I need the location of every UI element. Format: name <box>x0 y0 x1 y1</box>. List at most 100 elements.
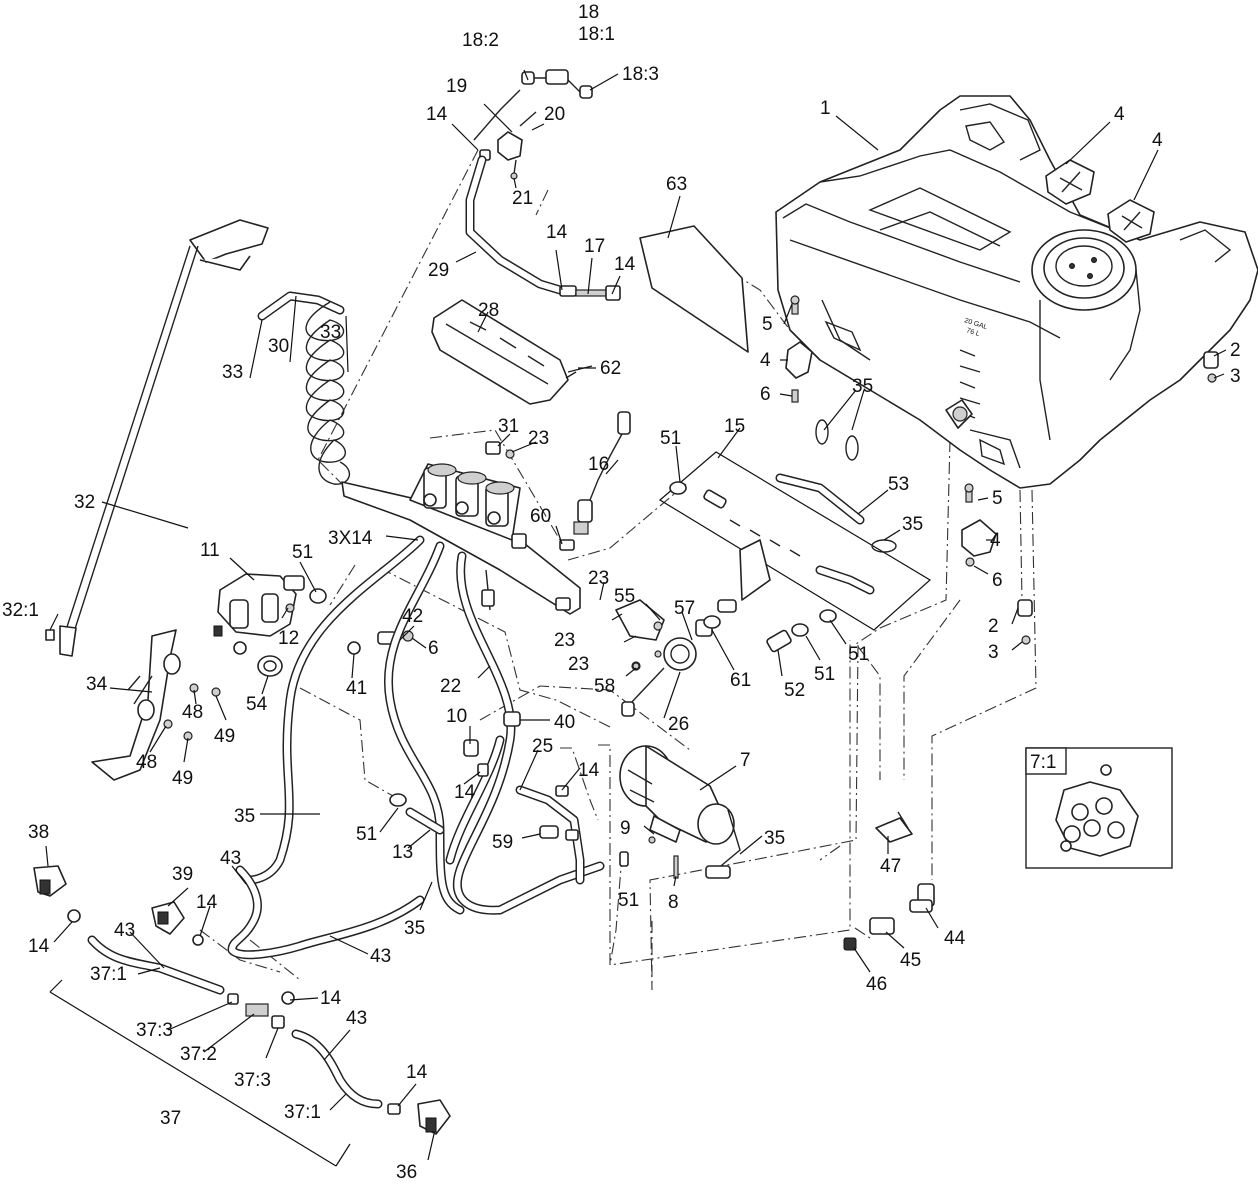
callout-44: 44 <box>944 928 966 949</box>
callout-5: 5 <box>762 314 773 335</box>
fitting-10 <box>463 711 521 777</box>
callout-26: 26 <box>668 714 689 735</box>
callout-57: 57 <box>674 598 695 619</box>
callout-58: 58 <box>594 676 615 697</box>
hose-43-long <box>227 807 445 960</box>
callout-28: 28 <box>478 300 499 321</box>
callout-46: 46 <box>866 974 887 995</box>
callout-6: 6 <box>992 570 1003 591</box>
fitting-61-57-58 <box>632 615 721 670</box>
callout-23: 23 <box>554 630 575 651</box>
callout-48: 48 <box>182 702 203 723</box>
hose-manifold-outlets <box>245 535 605 915</box>
callout-14: 14 <box>614 254 636 275</box>
callout-38: 38 <box>28 822 49 843</box>
callout-14: 14 <box>454 782 476 803</box>
callout-62: 62 <box>600 358 621 379</box>
callout-labels: 1 4 4 2 3 18 18:1 18:2 18:3 19 20 14 21 … <box>2 2 1241 1183</box>
leader-lines <box>45 69 1227 1161</box>
hose-29 <box>465 155 565 295</box>
tank-bracket-left <box>785 295 813 403</box>
callout-23: 23 <box>528 428 549 449</box>
coiled-hose-30 <box>257 291 351 485</box>
callout-7-1: 7:1 <box>1030 752 1056 773</box>
callout-37-3: 37:3 <box>234 1070 271 1091</box>
nozzle-38 <box>33 865 81 923</box>
callout-18: 18 <box>578 2 599 23</box>
callout-51: 51 <box>618 890 639 911</box>
callout-19: 19 <box>446 76 467 97</box>
callout-14: 14 <box>320 988 342 1009</box>
callout-18-2: 18:2 <box>462 30 499 51</box>
callout-1: 1 <box>820 98 831 119</box>
callout-4: 4 <box>1152 130 1163 151</box>
fitting-60 <box>559 539 575 551</box>
flow-meter <box>615 599 713 717</box>
callout-35: 35 <box>852 376 873 397</box>
fitting-41-42 <box>347 630 414 655</box>
callout-18-3: 18:3 <box>622 64 659 85</box>
pump <box>619 745 741 879</box>
detail-inset-7-1 <box>1025 747 1173 869</box>
callout-31: 31 <box>498 416 519 437</box>
callout-54: 54 <box>246 694 268 715</box>
pressure-sensor <box>573 411 631 535</box>
hose-53 <box>775 419 897 553</box>
callout-4: 4 <box>760 350 771 371</box>
tank-bracket-right <box>961 483 997 567</box>
callout-11: 11 <box>200 540 220 561</box>
callout-33: 33 <box>222 362 243 383</box>
callout-14: 14 <box>578 760 600 781</box>
callout-33: 33 <box>320 322 341 343</box>
nozzle-39 <box>151 901 204 946</box>
hose-fitting-17 <box>559 285 621 301</box>
callout-10: 10 <box>446 706 467 727</box>
callout-8: 8 <box>668 892 679 913</box>
callout-5: 5 <box>992 488 1003 509</box>
callout-34: 34 <box>86 674 108 695</box>
callout-13: 13 <box>392 842 413 863</box>
svg-text:76 L: 76 L <box>965 327 980 338</box>
callout-51: 51 <box>292 542 313 563</box>
callout-47: 47 <box>880 856 901 877</box>
callout-14: 14 <box>196 892 218 913</box>
bumper-foot-lower <box>1017 599 1033 645</box>
hose-fittings-top <box>473 69 593 180</box>
callout-43: 43 <box>220 848 241 869</box>
callout-14: 14 <box>426 104 448 125</box>
callout-17: 17 <box>584 236 605 257</box>
callout-14: 14 <box>546 222 568 243</box>
callout-3x14: 3X14 <box>328 528 373 549</box>
callout-60: 60 <box>530 506 551 527</box>
mounting-bracket-34 <box>91 629 221 781</box>
callout-9: 9 <box>620 818 631 839</box>
callout-4: 4 <box>1114 104 1125 125</box>
callout-3: 3 <box>1230 366 1241 387</box>
callout-37: 37 <box>160 1108 181 1129</box>
callout-12: 12 <box>278 628 299 649</box>
cover-panel <box>639 225 749 353</box>
callout-42: 42 <box>402 606 423 627</box>
callout-59: 59 <box>492 832 513 853</box>
callout-45: 45 <box>900 950 921 971</box>
callout-32: 32 <box>74 492 95 513</box>
mounting-rail <box>431 299 593 405</box>
callout-21: 21 <box>512 188 533 209</box>
callout-15: 15 <box>724 416 745 437</box>
bypass-valve <box>213 573 305 655</box>
callout-49: 49 <box>172 768 193 789</box>
assembly-lines <box>199 149 1037 991</box>
callout-49: 49 <box>214 726 235 747</box>
strainer-54 <box>257 655 283 677</box>
callout-48: 48 <box>136 752 157 773</box>
callout-63: 63 <box>666 174 687 195</box>
callout-6: 6 <box>760 384 771 405</box>
callout-6: 6 <box>428 638 439 659</box>
callout-61: 61 <box>730 670 751 691</box>
relief-valve-area <box>515 785 585 885</box>
callout-36: 36 <box>396 1162 417 1183</box>
callout-41: 41 <box>346 678 367 699</box>
spray-wand <box>45 219 269 657</box>
callout-43: 43 <box>346 1008 367 1029</box>
fitting-52 <box>766 629 792 653</box>
